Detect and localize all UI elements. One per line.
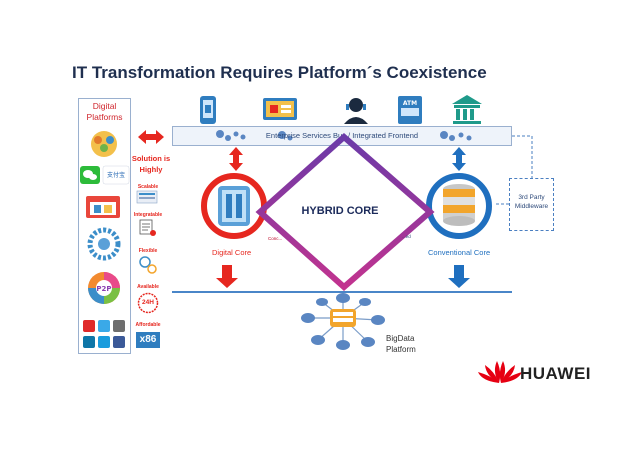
p2p-label: P2P [96,285,111,293]
atm-label: ATM [403,100,417,107]
people-group-icon [91,131,117,157]
alipay-label: 支付宝 [107,171,125,179]
digital-platforms-panel [78,98,131,354]
conventional-edge-label: ...ed [402,234,411,239]
community-network-icon [87,227,121,261]
platform-icons: 支付宝 P2P [80,131,130,348]
feature-integratable: Integratable [133,212,163,218]
call-center-agent-icon [344,98,368,124]
esb-middleware-link [512,135,533,178]
hybrid-core-label: HYBRID CORE [301,205,379,217]
social-media-icons [83,320,125,348]
scalable-icon [136,190,158,204]
bank-branch-icon [452,95,482,124]
online-store-icon [86,196,120,218]
x86-badge: x86 [136,332,160,348]
middleware-box [509,178,554,231]
integration-icon [139,219,156,236]
solution-double-arrow-icon [138,130,164,144]
feature-available: Available [137,284,159,290]
conventional-down-arrow-icon [448,265,470,288]
bigdata-network-icon [301,293,385,350]
feature-flexible: Flexible [138,248,158,254]
alipay-icon [102,165,130,185]
hybrid-core-diamond [255,132,435,292]
bigdata-label: BigData Platform [386,334,416,354]
digital-core-label: Digital Core [212,248,252,257]
feature-affordable: Affordable [135,322,161,328]
digital-link-arrow-icon [229,147,243,171]
flexible-icon [139,256,157,274]
web-portal-icon [263,98,297,120]
conventional-link-arrow-icon [452,147,466,171]
page-title: IT Transformation Requires Platform´s Co… [72,63,487,82]
digital-core-ring [201,173,267,239]
solution-label: Solution is Highly [131,154,171,174]
channel-icons: ATM [200,95,482,124]
atm-icon [398,96,422,124]
feature-scalable: Scalable [137,184,159,190]
p2p-icon [88,272,120,304]
clock-24h-icon [137,292,159,314]
badge-24h: 24H [142,299,154,306]
huawei-wordmark: HUAWEI [520,364,591,383]
esb-gear-icons [216,130,472,141]
digital-platforms-title: Digital Platforms [86,101,123,122]
wechat-icon [80,166,100,184]
digital-edge-label: Conc... [268,236,283,241]
mobile-banking-icon [200,96,216,124]
digital-down-arrow-icon [216,265,238,288]
conventional-core-ring [426,173,492,239]
huawei-logo-icon [478,361,522,383]
gear-icon [216,130,472,141]
conventional-core-label: Conventional Core [428,248,491,257]
middleware-label: 3rd Party Middleware [514,194,549,210]
